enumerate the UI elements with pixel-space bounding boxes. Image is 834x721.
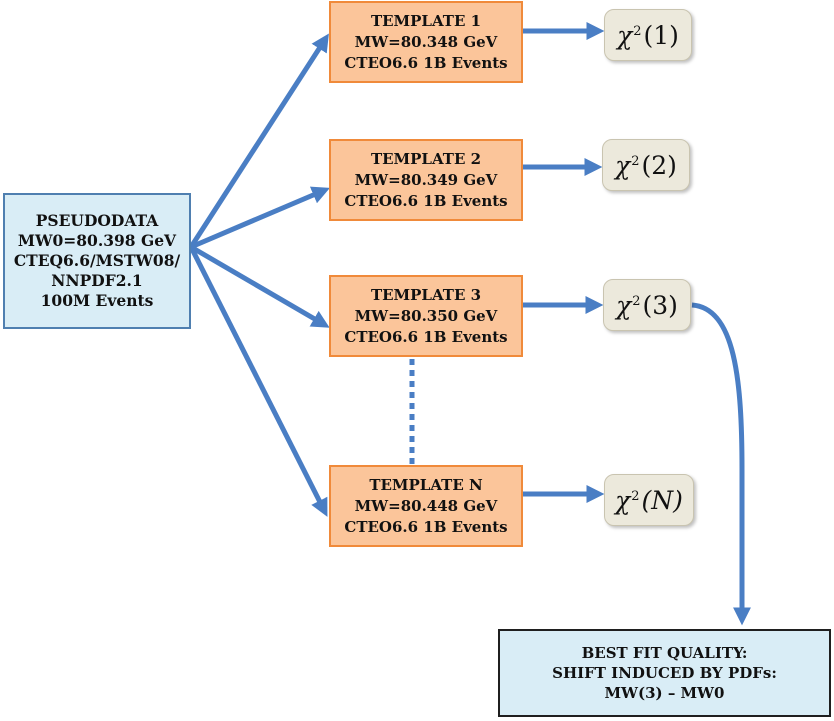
arrow-pseudo-to-template-2 — [190, 186, 330, 250]
template-events: CTEO6.6 1B Events — [344, 327, 508, 346]
pseudodata-line-3: CTEQ6.6/MSTW08/ — [13, 251, 181, 270]
pseudodata-box: PSEUDODATA MW0=80.398 GeV CTEQ6.6/MSTW08… — [3, 193, 191, 329]
pseudodata-line-1: PSEUDODATA — [35, 211, 159, 230]
template-title: TEMPLATE 2 — [370, 149, 482, 168]
chi-argument: (3) — [642, 290, 678, 320]
best-fit-line-1: BEST FIT QUALITY: — [581, 644, 748, 662]
arrow-pseudo-to-template-3 — [189, 244, 330, 328]
chi-exponent: 2 — [633, 23, 642, 39]
template-mass: MW=80.349 GeV — [354, 170, 498, 189]
template-events: CTEO6.6 1B Events — [344, 191, 508, 210]
chi-argument: (2) — [641, 150, 677, 180]
arrow-pseudo-to-template-n — [188, 245, 328, 517]
chi-argument: (1) — [643, 20, 679, 50]
pseudodata-line-4: NNPDF2.1 — [51, 271, 143, 290]
best-fit-box: BEST FIT QUALITY: SHIFT INDUCED BY PDFs:… — [498, 629, 831, 717]
chi-symbol: χ — [616, 290, 632, 320]
chi-exponent: 2 — [631, 488, 640, 504]
chi-symbol: χ — [615, 150, 631, 180]
template-title: TEMPLATE 3 — [370, 285, 482, 304]
template-mass: MW=80.350 GeV — [354, 306, 498, 325]
best-fit-line-3: MW(3) – MW0 — [604, 684, 725, 702]
template-3-box: TEMPLATE 3 MW=80.350 GeV CTEO6.6 1B Even… — [329, 275, 523, 357]
template-n-box: TEMPLATE N MW=80.448 GeV CTEO6.6 1B Even… — [329, 465, 523, 547]
chi-symbol: χ — [615, 485, 631, 515]
pseudodata-line-5: 100M Events — [40, 291, 154, 310]
template-events: CTEO6.6 1B Events — [344, 517, 508, 536]
template-2-box: TEMPLATE 2 MW=80.349 GeV CTEO6.6 1B Even… — [329, 139, 523, 221]
arrow-pseudo-to-template-1 — [188, 33, 329, 249]
template-mass: MW=80.448 GeV — [354, 496, 498, 515]
chi-argument: (N) — [641, 485, 683, 515]
template-title: TEMPLATE N — [369, 475, 483, 494]
pseudodata-line-2: MW0=80.398 GeV — [17, 231, 177, 250]
template-events: CTEO6.6 1B Events — [344, 53, 508, 72]
best-fit-line-2: SHIFT INDUCED BY PDFs: — [552, 664, 777, 682]
template-1-box: TEMPLATE 1 MW=80.348 GeV CTEO6.6 1B Even… — [329, 1, 523, 83]
arrow-chi-3-to-best-fit — [691, 302, 751, 626]
chi-exponent: 2 — [631, 153, 640, 169]
template-title: TEMPLATE 1 — [370, 11, 482, 30]
chi-exponent: 2 — [632, 293, 641, 309]
chi-symbol: χ — [617, 20, 633, 50]
template-mass: MW=80.348 GeV — [354, 32, 498, 51]
